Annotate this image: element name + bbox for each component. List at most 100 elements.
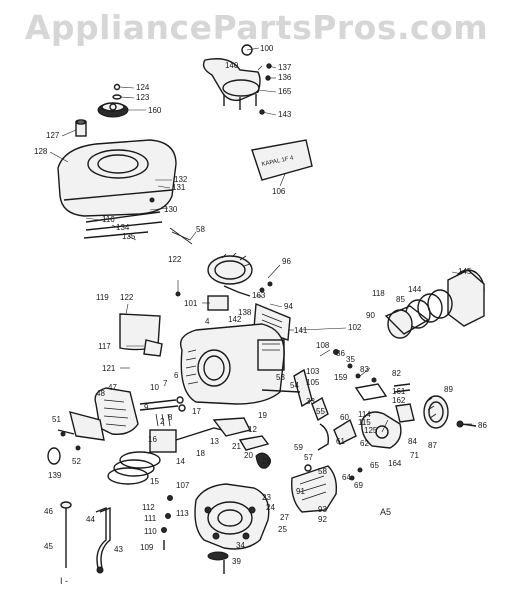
cylinder-head — [57, 387, 139, 441]
label-58: 58 — [196, 225, 205, 234]
label-124: 124 — [136, 83, 150, 92]
label-39: 39 — [232, 557, 241, 566]
label-16: 16 — [148, 435, 157, 444]
label-106: 106 — [272, 187, 286, 196]
label-94: 94 — [284, 302, 293, 311]
label-141: 141 — [294, 326, 308, 335]
footer-mark: I - — [60, 576, 68, 586]
label-60: 60 — [340, 413, 349, 422]
label-115: 115 — [358, 418, 371, 427]
diagram-label: A5 — [380, 507, 391, 517]
label-162: 162 — [392, 396, 406, 405]
label-108: 108 — [316, 341, 330, 350]
part-127-cylinder — [75, 119, 87, 137]
label-9: 9 — [144, 403, 149, 412]
label-100: 100 — [260, 44, 274, 53]
label-143: 143 — [278, 110, 292, 119]
label-65: 65 — [370, 461, 379, 470]
label-20: 20 — [244, 451, 253, 460]
label-51: 51 — [52, 415, 61, 424]
label-164: 164 — [388, 459, 402, 468]
label-15: 15 — [150, 477, 159, 486]
label-102: 102 — [348, 323, 362, 332]
label-28: 28 — [262, 457, 271, 466]
label-113: 113 — [176, 509, 189, 518]
label-8: 8 — [168, 413, 173, 422]
label-25: 25 — [278, 525, 287, 534]
label-27: 27 — [280, 513, 289, 522]
label-138: 138 — [238, 308, 252, 317]
label-116: 116 — [102, 215, 115, 224]
label-58b: 58 — [318, 467, 327, 476]
label-19: 19 — [258, 411, 267, 420]
label-140: 140 — [225, 61, 239, 70]
label-139: 139 — [48, 471, 62, 480]
label-105: 105 — [306, 378, 320, 387]
label-4: 4 — [205, 317, 210, 326]
label-57: 57 — [304, 453, 313, 462]
cylinder-block — [179, 323, 285, 405]
label-33: 33 — [306, 397, 315, 406]
label-23: 23 — [262, 493, 271, 502]
label-7: 7 — [163, 379, 168, 388]
label-85: 85 — [396, 295, 405, 304]
label-82: 82 — [392, 369, 401, 378]
label-121: 121 — [102, 364, 116, 373]
label-110: 110 — [144, 527, 157, 536]
label-71: 71 — [410, 451, 419, 460]
label-123: 123 — [136, 93, 150, 102]
label-62: 62 — [360, 439, 369, 448]
label-89: 89 — [444, 385, 453, 394]
label-118: 118 — [372, 289, 385, 298]
muffler-parts — [384, 269, 485, 339]
label-12: 12 — [248, 425, 257, 434]
oil-pan — [194, 483, 270, 574]
label-145: 145 — [458, 267, 472, 276]
decal-badge: KAPAL 1F 4 — [251, 139, 313, 181]
label-64: 64 — [342, 473, 351, 482]
label-122a: 122 — [168, 255, 182, 264]
label-17: 17 — [192, 407, 201, 416]
label-44: 44 — [86, 515, 95, 524]
label-46: 46 — [44, 507, 53, 516]
label-114: 114 — [358, 410, 371, 419]
dipstick-assembly — [60, 501, 111, 574]
label-93: 93 — [318, 505, 327, 514]
label-24: 24 — [266, 503, 275, 512]
pulley-assembly — [97, 83, 129, 118]
label-92: 92 — [318, 515, 327, 524]
part-labels: 100 140 137 136 165 143 124 123 160 127 … — [34, 44, 487, 566]
label-34: 34 — [236, 541, 245, 550]
label-160: 160 — [148, 106, 162, 115]
label-144: 144 — [408, 285, 422, 294]
label-84: 84 — [408, 437, 417, 446]
label-53: 53 — [276, 373, 285, 382]
label-165: 165 — [278, 87, 292, 96]
label-142: 142 — [228, 315, 242, 324]
label-69: 69 — [354, 481, 363, 490]
valve-train — [139, 396, 186, 427]
label-86: 86 — [478, 421, 487, 430]
label-135: 135 — [122, 232, 136, 241]
label-61: 61 — [336, 437, 345, 446]
governor-linkage — [261, 368, 357, 451]
label-132: 132 — [174, 175, 188, 184]
label-13: 13 — [210, 437, 219, 446]
label-117: 117 — [98, 342, 111, 351]
label-87: 87 — [428, 441, 437, 450]
label-130: 130 — [164, 205, 178, 214]
label-10: 10 — [150, 383, 159, 392]
label-35: 35 — [346, 355, 355, 364]
blower-housing — [57, 139, 193, 245]
label-131: 131 — [172, 183, 186, 192]
label-111: 111 — [144, 514, 157, 523]
label-159: 159 — [334, 373, 348, 382]
label-21: 21 — [232, 442, 241, 451]
label-91: 91 — [296, 487, 305, 496]
label-119: 119 — [96, 293, 109, 302]
label-36: 36 — [336, 349, 345, 358]
label-14: 14 — [176, 457, 185, 466]
label-127: 127 — [46, 131, 60, 140]
